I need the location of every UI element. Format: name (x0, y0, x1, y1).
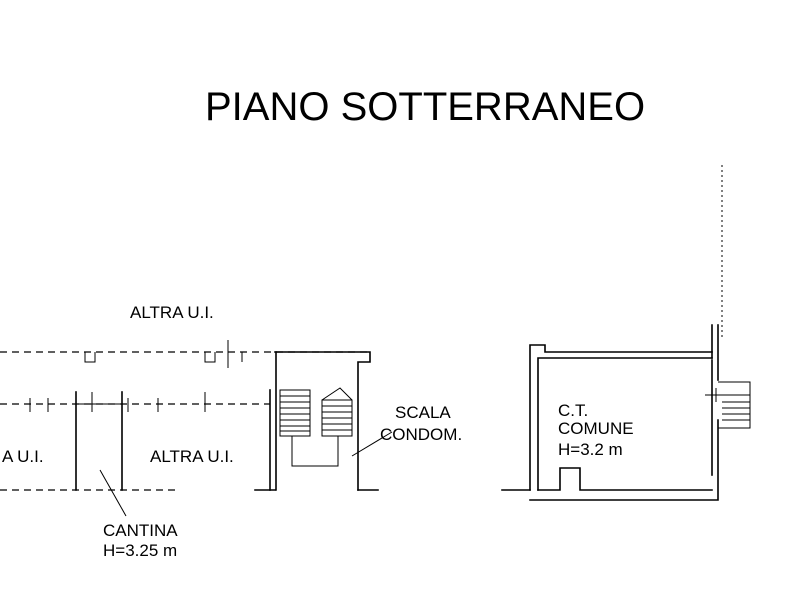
label-ct-line1: C.T. (558, 401, 588, 420)
label-ct-line2: COMUNE (558, 419, 634, 438)
label-altra-ui-top: ALTRA U.I. (130, 303, 214, 322)
label-scala-line1: SCALA (395, 403, 451, 422)
label-cantina-height: H=3.25 m (103, 541, 177, 560)
drawing-title: PIANO SOTTERRANEO (205, 85, 645, 129)
label-altra-ui-middle: ALTRA U.I. (150, 447, 234, 466)
condominium-staircase (279, 387, 393, 467)
boiler-room-walls (501, 165, 751, 501)
label-cantina: CANTINA (103, 521, 178, 540)
left-building-walls (0, 340, 379, 491)
label-scala-line2: CONDOM. (380, 425, 462, 444)
label-ct-height: H=3.2 m (558, 440, 623, 459)
cantina-leader-line (99, 469, 127, 517)
label-altra-ui-left: A U.I. (2, 447, 44, 466)
